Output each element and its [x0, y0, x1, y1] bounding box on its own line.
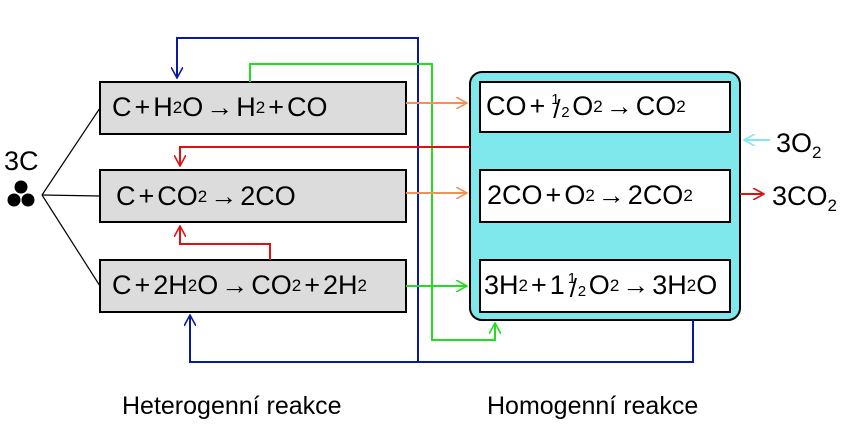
hetero-box-2	[99, 169, 407, 223]
eq-term: C	[112, 92, 132, 122]
red-co2-from-r3	[180, 226, 271, 260]
fraction-denominator: 2	[577, 282, 587, 300]
homo-box-1	[479, 81, 731, 133]
green-h2-line	[249, 63, 495, 341]
eq-plus: +	[138, 181, 155, 211]
eq-arrow: →	[597, 180, 625, 210]
co2-coef: 3	[772, 181, 788, 211]
eq-term: 1	[549, 270, 565, 300]
homo-box-2	[479, 169, 731, 223]
eq-arrow: →	[206, 92, 234, 122]
eq-plus: +	[134, 92, 151, 122]
fraction-numerator: 1	[567, 269, 577, 287]
eq-term: CO	[157, 181, 198, 211]
eq-term: O	[197, 270, 219, 300]
reactant-label: 3C	[4, 146, 39, 176]
branch-line-3	[41, 194, 101, 287]
eq-term: 2H	[153, 270, 188, 300]
oxygen-sub: 2	[812, 143, 822, 162]
eq-term: H	[236, 92, 256, 122]
carbon-atoms-icon	[7, 180, 35, 207]
fraction-slash: /	[553, 93, 561, 124]
eq-plus: +	[304, 270, 321, 300]
hetero-box-3	[99, 259, 407, 313]
eq-arrow: →	[605, 91, 633, 121]
co2-el: CO	[787, 181, 828, 211]
eq-fraction: 1/2	[566, 269, 588, 303]
eq-term: 3H	[484, 270, 519, 300]
eq-term: O	[696, 270, 718, 300]
eq-term: CO	[635, 91, 677, 121]
eq-arrow: →	[210, 181, 238, 211]
oxygen-el: O	[791, 128, 813, 158]
co2-output: 3CO2	[772, 181, 837, 215]
eq-term: O	[182, 92, 204, 122]
eq-term: CO	[251, 270, 292, 300]
eq-term: H	[153, 92, 173, 122]
eq-plus: +	[268, 92, 285, 122]
eq-term: CO	[486, 91, 527, 121]
homo-label: Homogenní reakce	[487, 392, 699, 420]
eq-term: 3H	[652, 270, 687, 300]
hetero-box-1	[99, 81, 407, 135]
eq-arrow: →	[221, 270, 249, 300]
fraction-slash: /	[569, 272, 578, 303]
blue-loop-top	[177, 37, 419, 362]
eq-term: O	[588, 270, 610, 300]
eq-term: C	[112, 270, 132, 300]
eq-term: O	[572, 91, 594, 121]
eq-plus: +	[530, 270, 547, 300]
branch-line-1	[41, 107, 101, 196]
eq-term: 2CO	[240, 181, 296, 211]
eq-term: 2CO	[627, 180, 684, 210]
blue-loop-bottom	[190, 315, 694, 363]
fraction-denominator: 2	[561, 103, 570, 121]
eq-term: CO	[287, 92, 328, 122]
oxygen-input: 3O2	[776, 128, 822, 162]
homo-box-3	[479, 259, 731, 313]
co2-sub: 2	[827, 196, 837, 215]
eq-term: 2H	[323, 270, 358, 300]
hetero-label: Heterogenní reakce	[122, 392, 342, 420]
eq-plus: +	[529, 91, 546, 121]
eq-term: O	[564, 180, 586, 210]
eq-plus: +	[545, 180, 562, 210]
branch-line-2	[41, 194, 101, 197]
oxygen-coef: 3	[776, 128, 792, 158]
eq-arrow: →	[622, 270, 650, 300]
red-co2-return	[180, 146, 470, 166]
eq-term: 2CO	[487, 180, 543, 210]
fraction-numerator: 1	[551, 90, 560, 108]
eq-plus: +	[134, 270, 151, 300]
eq-fraction: 1/2	[549, 90, 571, 124]
eq-term: C	[116, 181, 136, 211]
